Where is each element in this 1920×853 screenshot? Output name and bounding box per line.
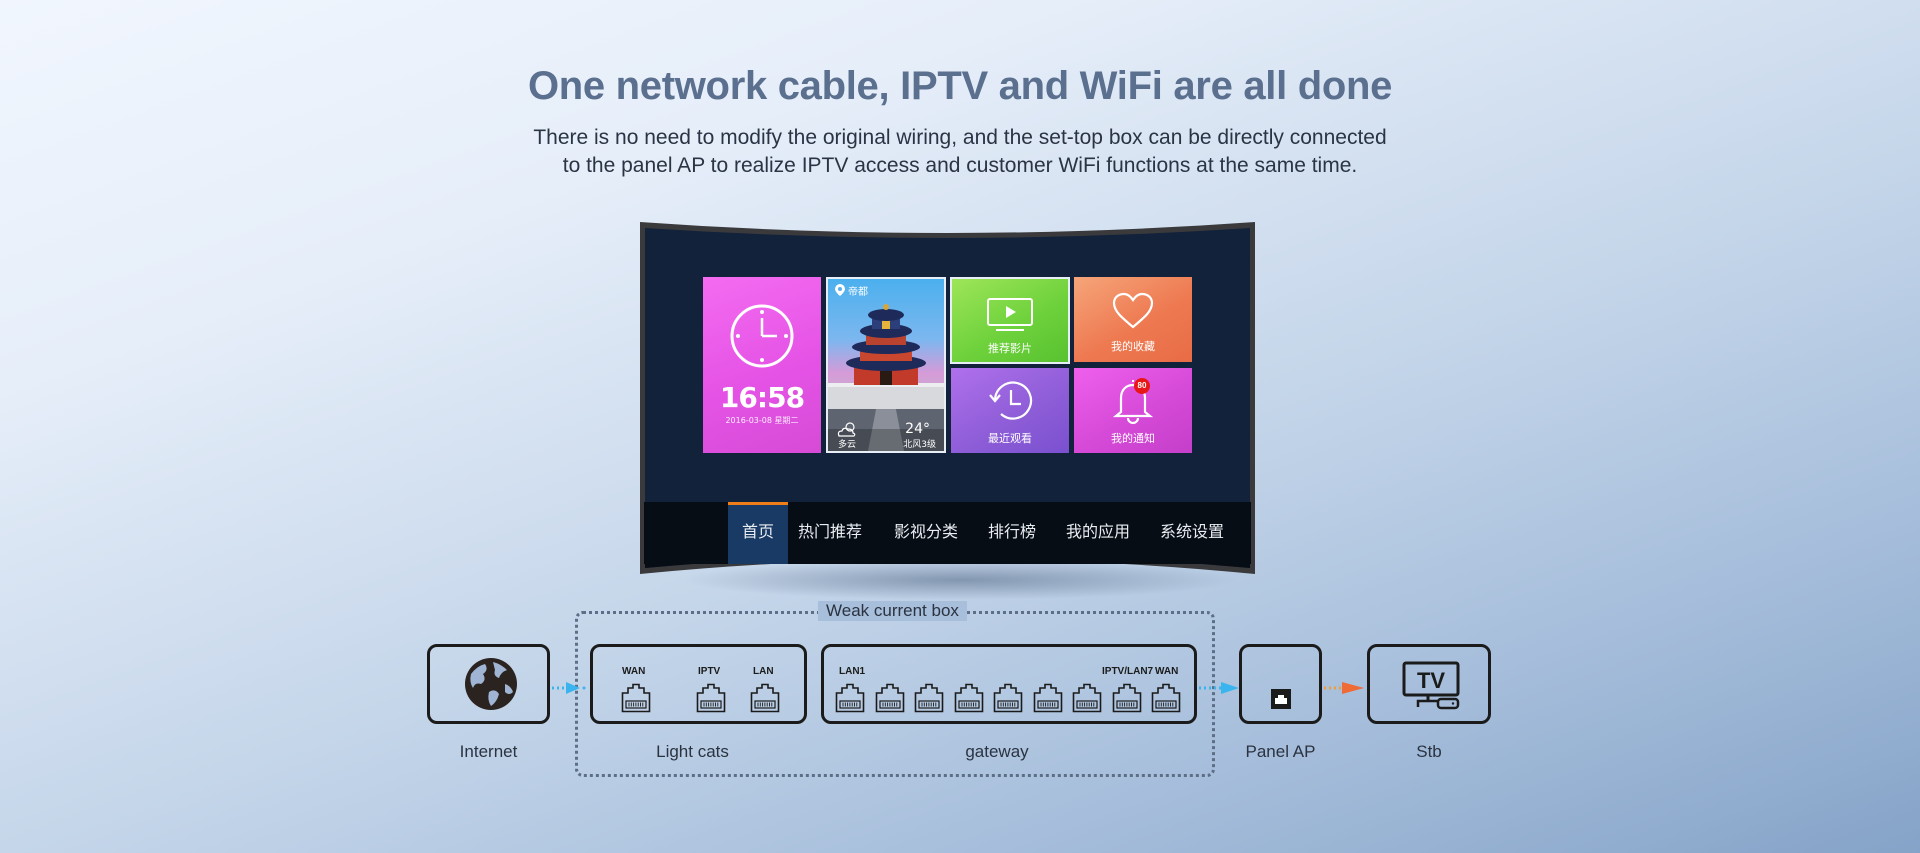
app-tile-notifications[interactable]: 80 我的通知 [1074,368,1192,453]
ethernet-port-icon [875,683,904,713]
port-label-lan: LAN [753,666,774,677]
tv-nav-tab-categories[interactable]: 影视分类 [893,522,958,541]
data-arrow [1199,682,1239,694]
app-tile-favorites[interactable]: 我的收藏 [1074,277,1192,362]
app-tile-label: 我的通知 [1111,432,1155,445]
port-label-gateway-wan: WAN [1155,666,1179,677]
tv-nav-tab-hot[interactable]: 热门推荐 [797,522,862,541]
data-arrow [552,682,586,694]
tv-nav-bar: 首页 热门推荐 影视分类 排行榜 我的应用 系统设置 [644,502,1251,564]
clock-icon [730,304,794,368]
temple-of-heaven-image [828,304,944,451]
history-icon [989,381,1033,420]
port-label-lan1: LAN1 [839,666,866,677]
ethernet-port-icon [750,683,780,713]
tv-set-top-box-icon: TV [1402,661,1460,710]
stb-label: Stb [1416,742,1442,761]
weather-temperature: 24° [905,421,930,437]
app-tile-recently-watched[interactable]: 最近观看 [951,368,1069,453]
tv-nav-tab-rankings[interactable]: 排行榜 [987,522,1036,541]
location-pin-icon [835,284,845,296]
ethernet-port-icon [993,683,1023,713]
internet-node [427,644,550,724]
weather-location: 帝都 [848,287,868,298]
partly-cloudy-icon [837,422,856,437]
weather-tile[interactable]: 帝都 多云 24° 北风3级 [826,277,946,453]
clock-time: 16:58 [719,381,805,414]
tv-nav-tab-my-apps[interactable]: 我的应用 [1065,522,1130,541]
ethernet-port-icon [621,683,651,713]
port-label-wan: WAN [622,666,646,677]
iptv-arrow [1324,682,1364,694]
globe-icon [465,658,517,710]
ethernet-port-icon [1033,683,1062,713]
gateway-node [821,644,1197,724]
app-tile-label: 推荐影片 [988,342,1032,355]
light-cat-node [590,644,807,724]
port-label-iptv-lan7: IPTV/LAN7 [1102,666,1154,677]
stb-node: TV [1367,644,1491,724]
app-tile-recommended-movies[interactable]: 推荐影片 [950,277,1070,364]
port-label-iptv: IPTV [698,666,721,677]
ethernet-port-icon [1112,683,1141,713]
tv-screen: 16:58 2016-03-08 星期二 [640,222,1255,574]
ethernet-port-icon [696,683,726,713]
tv-nav-tab-home[interactable]: 首页 [728,502,788,564]
panel-ap-node [1239,644,1322,724]
ethernet-port-icon [1271,689,1291,709]
tv-nav-tab-settings[interactable]: 系统设置 [1159,522,1224,541]
internet-label: Internet [459,742,518,761]
tv-play-icon [987,298,1033,331]
ethernet-port-icon [835,683,865,713]
app-tile-label: 最近观看 [988,432,1032,445]
subheadline-line-2: to the panel AP to realize IPTV access a… [562,154,1358,177]
weather-wind: 北风3级 [903,440,936,450]
tv-shadow [680,560,1240,600]
headline: One network cable, IPTV and WiFi are all… [527,64,1393,108]
light-cats-label: Light cats [656,742,729,761]
gateway-label: gateway [965,742,1029,761]
ethernet-port-icon [914,683,944,713]
clock-tile[interactable]: 16:58 2016-03-08 星期二 [703,277,821,453]
ethernet-port-icon [1072,683,1102,713]
panel-ap-label: Panel AP [1245,742,1316,761]
heart-icon [1112,292,1154,329]
notification-badge: 80 [1134,378,1150,394]
weather-condition: 多云 [838,440,857,450]
clock-date: 2016-03-08 星期二 [725,416,799,425]
ethernet-port-icon [1151,683,1181,713]
ethernet-port-icon [954,683,983,713]
subheadline-line-1: There is no need to modify the original … [533,126,1387,149]
app-tile-label: 我的收藏 [1111,340,1155,353]
tv-text: TV [1417,668,1445,693]
subheadline: There is no need to modify the original … [0,124,1920,180]
curved-tv: 16:58 2016-03-08 星期二 [640,222,1255,574]
weak-current-box-label: Weak current box [818,601,967,621]
